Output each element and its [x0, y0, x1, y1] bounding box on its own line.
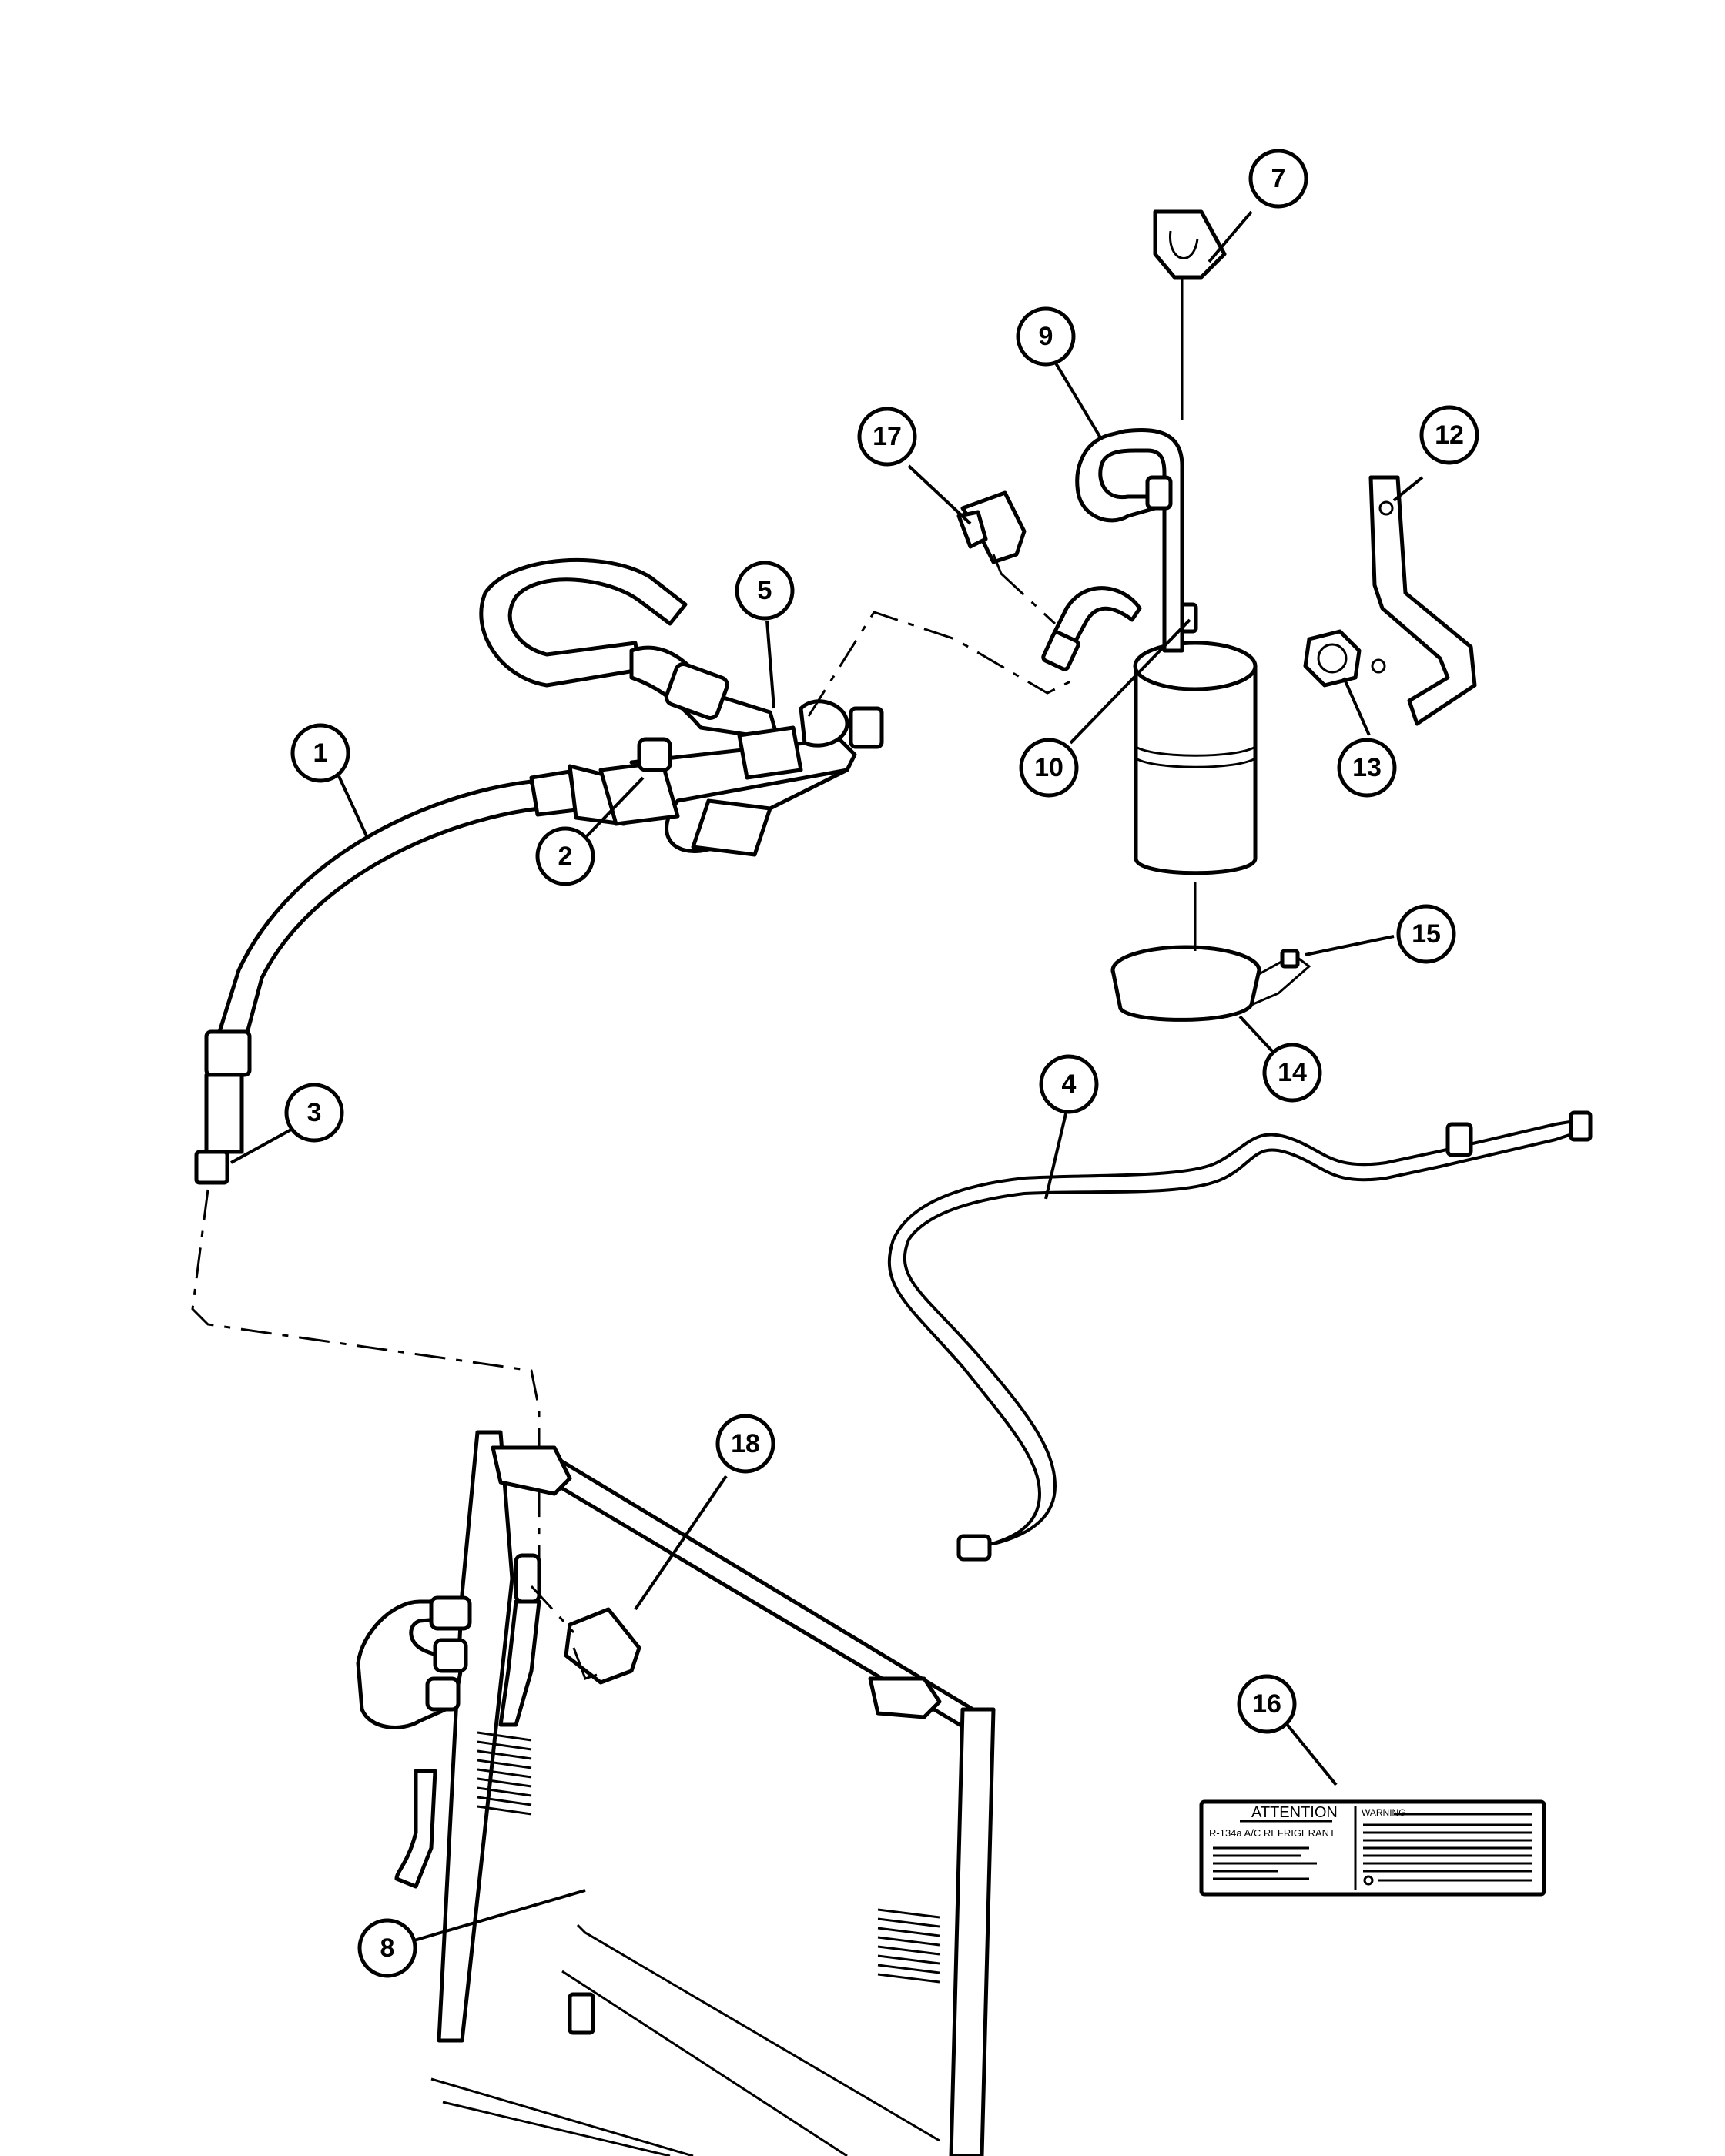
receiver-drier	[1133, 602, 1258, 875]
callout-9-number: 9	[1039, 322, 1053, 351]
dash-line-18	[530, 1585, 575, 1634]
callout-15: 15	[1396, 904, 1456, 964]
discharge-hose	[194, 764, 626, 1185]
clip-7	[1153, 209, 1227, 420]
dash-line-17	[1000, 572, 1057, 625]
decal-warning-text: WARNING	[1362, 1807, 1406, 1818]
callout-9: 9	[1016, 306, 1076, 367]
callout-3-number: 3	[307, 1098, 322, 1127]
callout-17: 17	[857, 407, 917, 467]
callout-2-number: 2	[558, 842, 573, 871]
clip-17	[956, 490, 1027, 574]
decal-attention-text: ATTENTION	[1251, 1804, 1338, 1821]
callout-18: 18	[715, 1414, 775, 1474]
callout-17-number: 17	[873, 422, 902, 451]
callout-14-number: 14	[1278, 1058, 1307, 1087]
callout-4: 4	[1039, 1054, 1099, 1114]
decal-refrigerant-text: R-134a A/C REFRIGERANT	[1209, 1827, 1335, 1839]
callout-15-number: 15	[1412, 919, 1441, 949]
callout-16-number: 16	[1252, 1689, 1281, 1719]
callout-5: 5	[735, 561, 795, 621]
condenser-fins-right	[877, 1908, 940, 1984]
dash-line-3-to-condenser	[191, 1189, 541, 1586]
callout-5-number: 5	[758, 576, 772, 605]
callout-10: 10	[1019, 738, 1079, 798]
callout-18-number: 18	[731, 1429, 760, 1458]
nut-13	[1303, 629, 1362, 688]
callout-12: 12	[1419, 405, 1479, 465]
callout-2: 2	[535, 826, 595, 886]
dash-line-5-to-drier	[807, 611, 1079, 717]
callout-4-number: 4	[1062, 1070, 1077, 1099]
suction-line	[887, 1110, 1593, 1562]
bracket-12	[1368, 475, 1477, 726]
mounting-strap	[1110, 882, 1311, 1022]
callout-3: 3	[284, 1083, 344, 1143]
manifold-hose-assembly	[479, 557, 884, 857]
decal-fine-print	[1213, 1813, 1532, 1882]
callout-13-number: 13	[1352, 753, 1382, 782]
clip-18	[564, 1607, 641, 1685]
callout-7: 7	[1248, 149, 1308, 209]
callout-7-number: 7	[1271, 164, 1286, 193]
callout-8: 8	[357, 1918, 417, 1978]
callout-8-number: 8	[380, 1933, 395, 1963]
condenser-fins-left	[477, 1731, 532, 1816]
callout-1: 1	[290, 723, 350, 783]
callout-1-number: 1	[313, 738, 328, 768]
callout-13: 13	[1337, 738, 1397, 798]
callout-14: 14	[1262, 1043, 1322, 1103]
callout-16: 16	[1237, 1674, 1297, 1734]
callout-10-number: 10	[1034, 753, 1063, 782]
warning-label-decal: ATTENTION R-134a A/C REFRIGERANT WARNING	[1199, 1799, 1546, 1897]
liquid-line	[1041, 427, 1184, 671]
callout-12-number: 12	[1435, 420, 1464, 450]
leader-lines	[230, 210, 1424, 1942]
condenser	[356, 1430, 996, 2156]
